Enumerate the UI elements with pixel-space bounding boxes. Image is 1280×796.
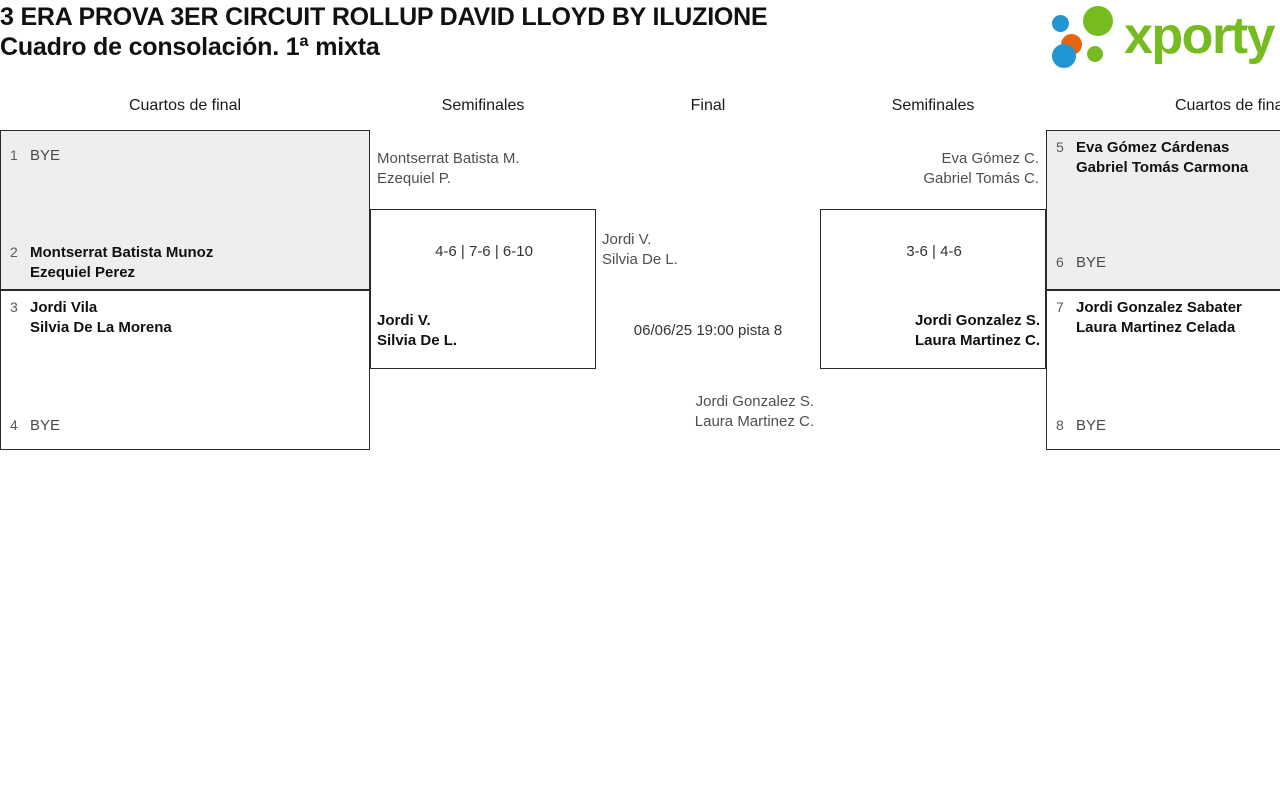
team-name-line: Eva Gómez C.: [941, 150, 1039, 167]
final-schedule: 06/06/25 19:00 pista 8: [633, 322, 783, 339]
qf3-slot-seed6[interactable]: 6 BYE: [1056, 253, 1106, 273]
team-name-line: Jordi V.: [377, 312, 431, 329]
seed-number: 2: [10, 244, 18, 260]
team-name-line: Silvia De L.: [377, 331, 458, 349]
qf1-slot-seed1[interactable]: 1 BYE: [10, 146, 60, 166]
seed-number: 3: [10, 299, 18, 315]
player-name-line: Ezequiel Perez: [30, 263, 136, 281]
team-name-line: Jordi Gonzalez S.: [914, 312, 1040, 329]
match-box-semifinal-right[interactable]: 3-6 | 4-6 Jordi Gonzalez S. Laura Martin…: [820, 209, 1046, 369]
title-block: 3 ERA PROVA 3ER CIRCUIT ROLLUP DAVID LLO…: [0, 2, 1000, 62]
player-name-line: Jordi Vila: [30, 299, 98, 316]
sf-right-bottom-team[interactable]: Jordi Gonzalez S. Laura Martinez C.: [821, 311, 1040, 350]
team-name-line: Jordi Gonzalez S.: [695, 393, 814, 410]
player-names: Jordi Gonzalez Sabater Laura Martinez Ce…: [1076, 298, 1242, 337]
final-top-team[interactable]: Jordi V. Silvia De L.: [602, 230, 678, 269]
logo-wordmark: xporty: [1124, 7, 1275, 65]
seed-number: 8: [1056, 417, 1064, 433]
round-heading-quarterfinals-right: Cuartos de final: [1174, 97, 1280, 114]
match-box-qf4[interactable]: 7 Jordi Gonzalez Sabater Laura Martinez …: [1046, 290, 1280, 450]
player-name-line: Laura Martinez Celada: [1076, 318, 1236, 336]
xporty-logo[interactable]: xporty: [1046, 4, 1278, 70]
sf-right-top-team[interactable]: Eva Gómez C. Gabriel Tomás C.: [820, 149, 1039, 188]
player-name-line: Montserrat Batista Munoz: [30, 244, 214, 261]
player-name-line: BYE: [1076, 254, 1107, 271]
player-names: Jordi Vila Silvia De La Morena: [30, 298, 172, 337]
seed-number: 7: [1056, 299, 1064, 315]
round-heading-semifinals-left: Semifinales: [441, 97, 525, 114]
player-name-line: Gabriel Tomás Carmona: [1076, 158, 1249, 176]
team-name-line: Laura Martinez C.: [694, 412, 814, 430]
tournament-title: 3 ERA PROVA 3ER CIRCUIT ROLLUP DAVID LLO…: [0, 3, 768, 31]
seed-number: 5: [1056, 139, 1064, 155]
qf2-slot-seed3[interactable]: 3 Jordi Vila Silvia De La Morena: [10, 298, 172, 337]
player-name-line: Jordi Gonzalez Sabater: [1076, 299, 1242, 316]
team-name-line: Jordi V.: [602, 231, 652, 248]
logo-dots-icon: [1052, 6, 1126, 70]
sf-left-score: 4-6 | 7-6 | 6-10: [435, 243, 533, 260]
player-name-line: BYE: [30, 147, 61, 164]
team-name-line: Silvia De L.: [602, 250, 678, 268]
sf-left-bottom-team[interactable]: Jordi V. Silvia De L.: [377, 311, 457, 350]
player-name-line: Silvia De La Morena: [30, 318, 172, 336]
page-header: 3 ERA PROVA 3ER CIRCUIT ROLLUP DAVID LLO…: [0, 0, 1280, 88]
seed-number: 1: [10, 147, 18, 163]
round-heading-quarterfinals-left: Cuartos de final: [128, 97, 242, 114]
player-names: BYE: [1076, 253, 1106, 273]
qf4-slot-seed8[interactable]: 8 BYE: [1056, 416, 1106, 436]
qf2-slot-seed4[interactable]: 4 BYE: [10, 416, 60, 436]
player-name-line: BYE: [30, 417, 61, 434]
match-box-qf1[interactable]: 1 BYE 2 Montserrat Batista Munoz Ezequie…: [0, 130, 370, 290]
team-name-line: Laura Martinez C.: [914, 331, 1040, 349]
round-heading-final: Final: [690, 97, 726, 114]
player-names: Eva Gómez Cárdenas Gabriel Tomás Carmona: [1076, 138, 1248, 177]
tournament-subtitle: Cuadro de consolación. 1ª mixta: [0, 33, 380, 61]
team-name-line: Montserrat Batista M.: [377, 150, 520, 167]
match-box-qf2[interactable]: 3 Jordi Vila Silvia De La Morena 4 BYE: [0, 290, 370, 450]
player-names: Montserrat Batista Munoz Ezequiel Perez: [30, 243, 213, 282]
seed-number: 6: [1056, 254, 1064, 270]
sf-right-score: 3-6 | 4-6: [906, 243, 962, 260]
player-name-line: BYE: [1076, 417, 1107, 434]
match-box-qf3[interactable]: 5 Eva Gómez Cárdenas Gabriel Tomás Carmo…: [1046, 130, 1280, 290]
qf1-slot-seed2[interactable]: 2 Montserrat Batista Munoz Ezequiel Pere…: [10, 243, 213, 282]
seed-number: 4: [10, 417, 18, 433]
qf3-slot-seed5[interactable]: 5 Eva Gómez Cárdenas Gabriel Tomás Carmo…: [1056, 138, 1248, 177]
round-heading-semifinals-right: Semifinales: [891, 97, 975, 114]
sf-left-top-team[interactable]: Montserrat Batista M. Ezequiel P.: [377, 149, 520, 188]
player-name-line: Eva Gómez Cárdenas: [1076, 139, 1230, 156]
team-name-line: Ezequiel P.: [377, 169, 451, 187]
team-name-line: Gabriel Tomás C.: [923, 169, 1039, 187]
final-bottom-team[interactable]: Jordi Gonzalez S. Laura Martinez C.: [596, 392, 814, 431]
qf4-slot-seed7[interactable]: 7 Jordi Gonzalez Sabater Laura Martinez …: [1056, 298, 1242, 337]
match-box-semifinal-left[interactable]: 4-6 | 7-6 | 6-10 Jordi V. Silvia De L.: [370, 209, 596, 369]
player-names: BYE: [30, 146, 60, 166]
player-names: BYE: [1076, 416, 1106, 436]
player-names: BYE: [30, 416, 60, 436]
